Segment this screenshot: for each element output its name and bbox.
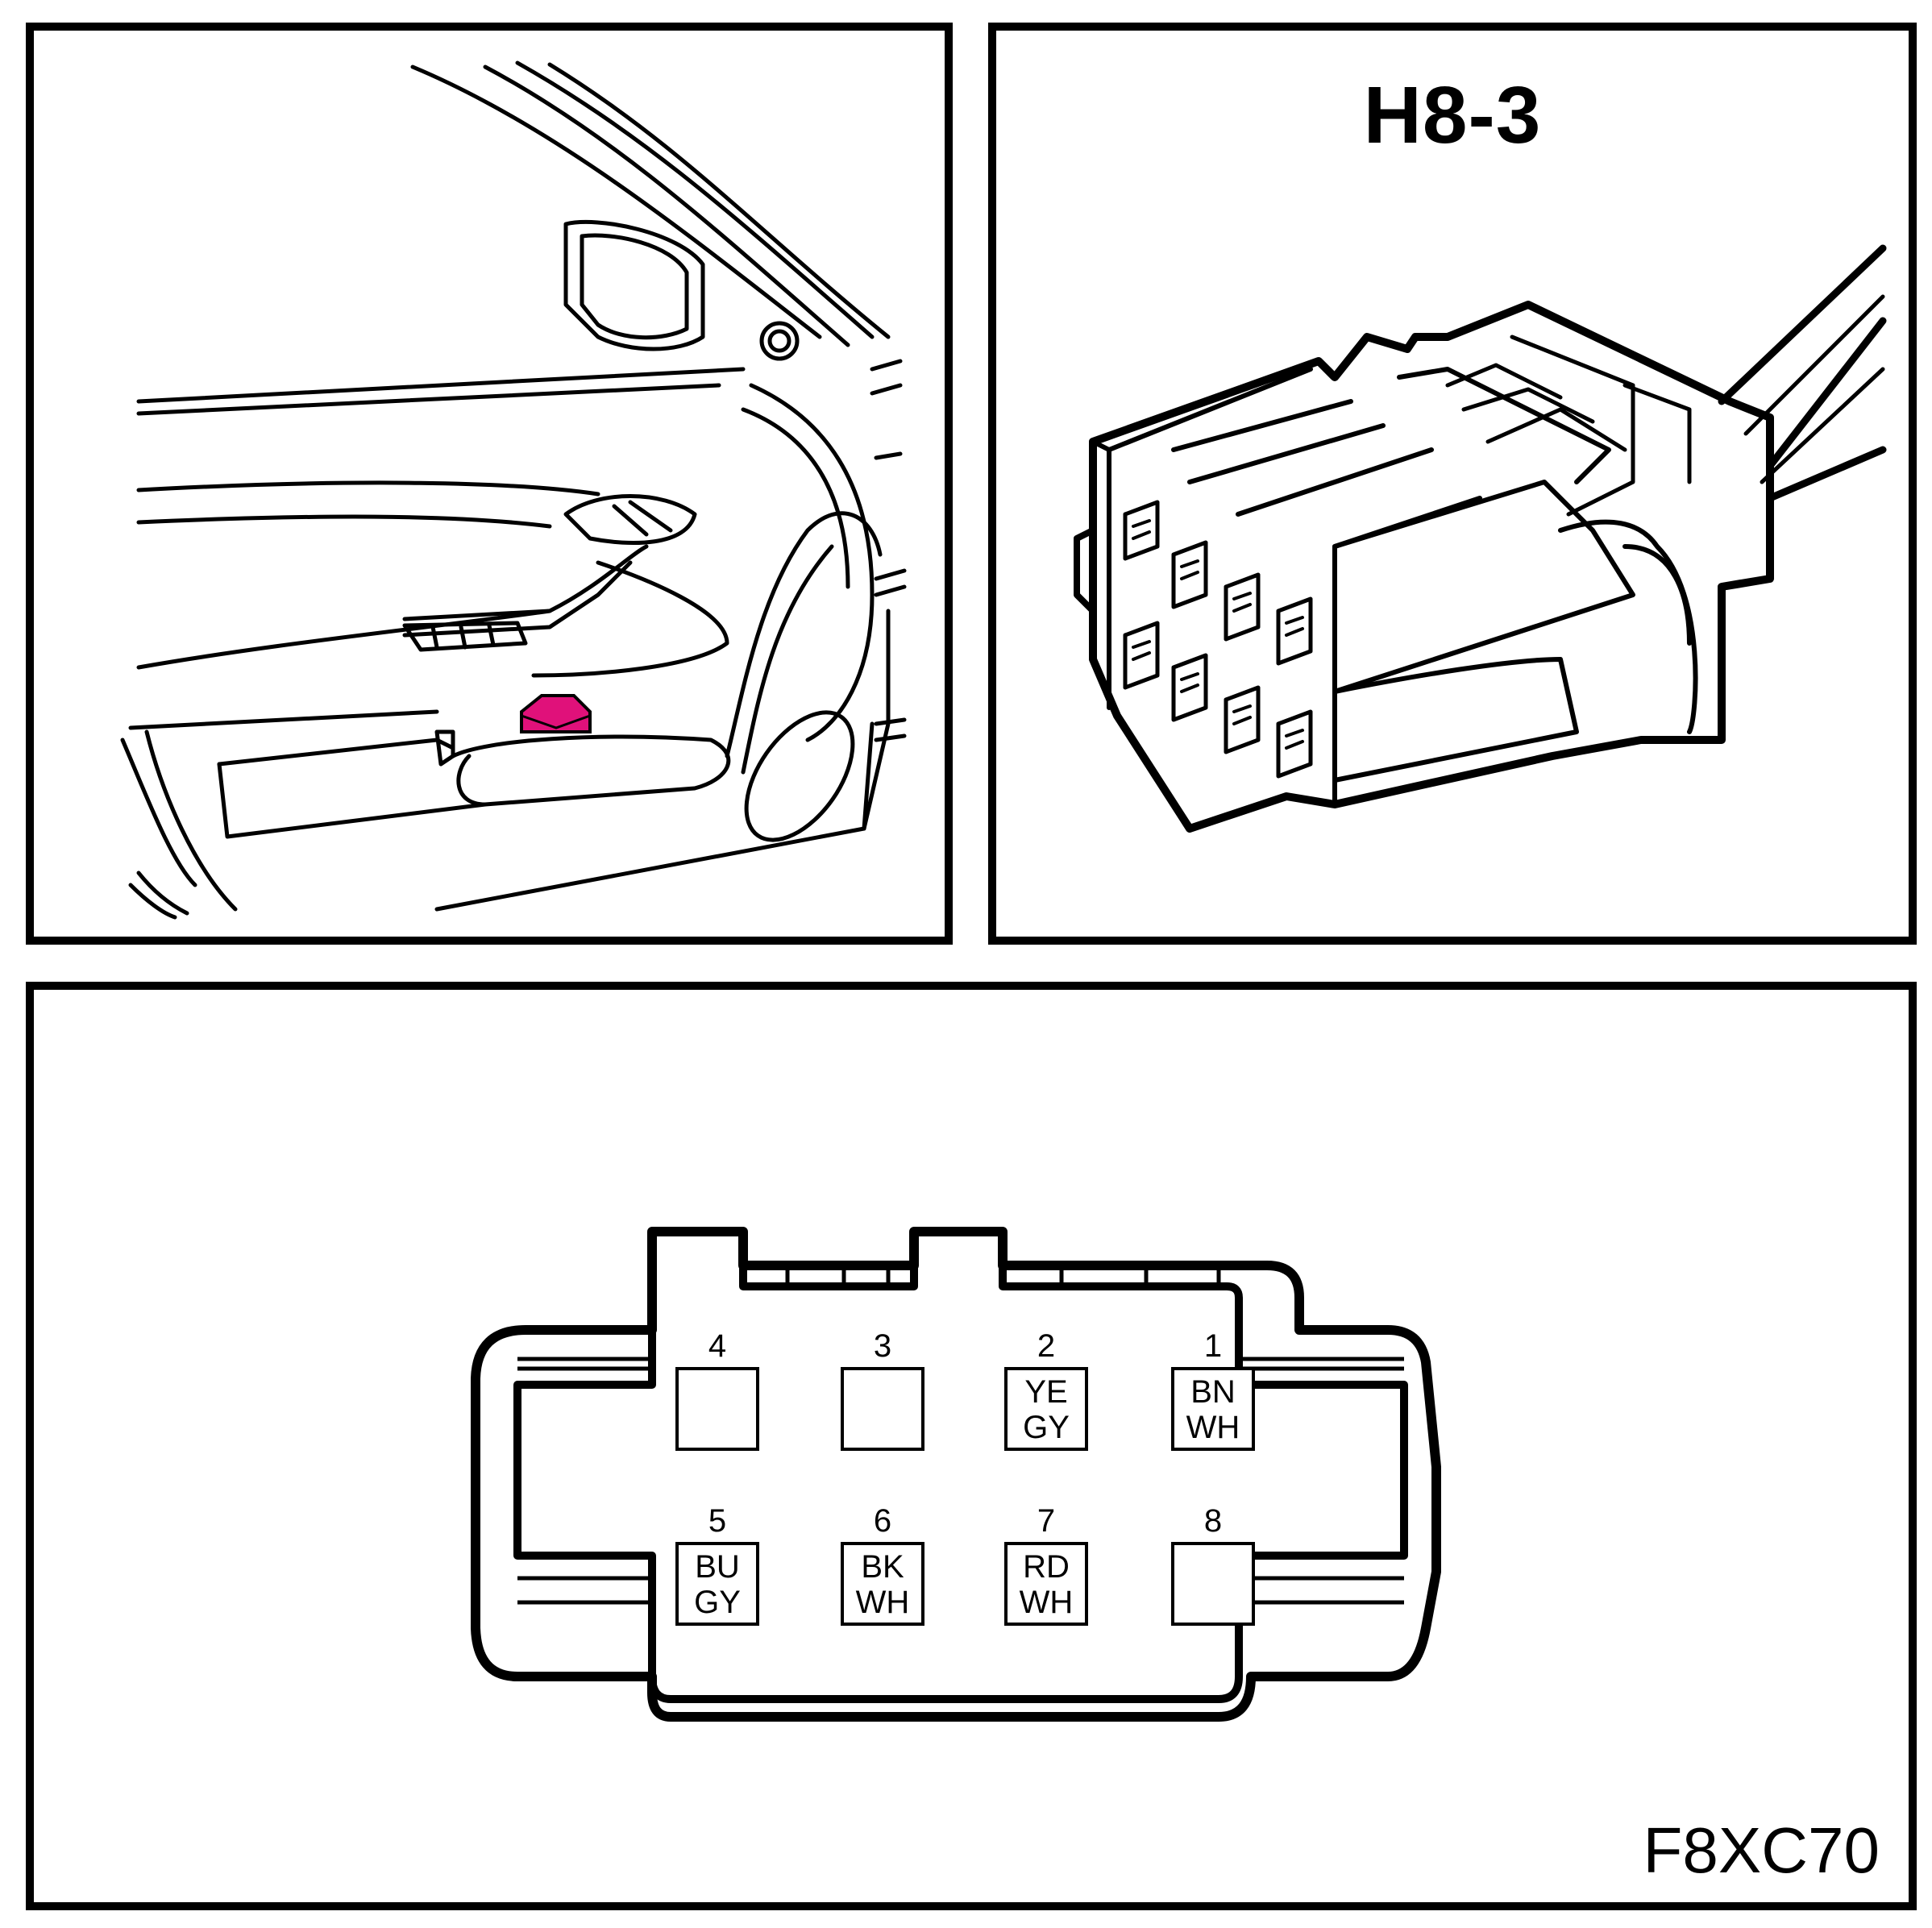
pin-number: 6: [874, 1503, 891, 1539]
pin-cavity: 4: [675, 1328, 759, 1451]
wire-color-bottom: WH: [1186, 1410, 1240, 1445]
pin-cavity: 6 BK WH: [841, 1503, 924, 1626]
pin-number: 3: [874, 1328, 891, 1364]
pin-cavity: 5 BU GY: [675, 1503, 759, 1626]
location-panel: [26, 23, 953, 945]
pin-number: 1: [1204, 1328, 1222, 1364]
pin-number: 5: [708, 1503, 726, 1539]
connector-title: H8-3: [1363, 70, 1542, 160]
wire-color-bottom: GY: [1023, 1410, 1070, 1445]
pin-cavity: 8: [1171, 1503, 1255, 1626]
pin-cavity: 7 RD WH: [1004, 1503, 1088, 1626]
wire-color-top: RD: [1023, 1549, 1070, 1585]
pinout-panel: 4 3 2 YE GY 1 BN WH 5 BU GY: [26, 982, 1917, 1910]
connector-face-diagram: 4 3 2 YE GY 1 BN WH 5 BU GY: [471, 1227, 1441, 1722]
figure-code: F8XC70: [1643, 1814, 1880, 1886]
pin-number: 7: [1037, 1503, 1055, 1539]
pin-cavity: 1 BN WH: [1171, 1328, 1255, 1451]
wire-color-bottom: WH: [856, 1585, 910, 1620]
connector-location-marker: [520, 694, 592, 733]
pin-cavity: 2 YE GY: [1004, 1328, 1088, 1451]
pin-cavity: 3: [841, 1328, 924, 1451]
wire-color-top: YE: [1024, 1374, 1067, 1410]
pin-number: 4: [708, 1328, 726, 1364]
connector-panel: H8-3: [988, 23, 1917, 945]
wire-color-bottom: GY: [694, 1585, 741, 1620]
pin-number: 2: [1037, 1328, 1055, 1364]
connector-outline: [471, 1227, 1441, 1722]
wire-color-top: BK: [861, 1549, 904, 1585]
wire-color-top: BN: [1190, 1374, 1236, 1410]
wire-color-bottom: WH: [1020, 1585, 1074, 1620]
wire-color-top: BU: [695, 1549, 740, 1585]
door-location-illustration: [120, 60, 907, 920]
pin-number: 8: [1204, 1503, 1222, 1539]
connector-3d-illustration: [1074, 244, 1887, 833]
